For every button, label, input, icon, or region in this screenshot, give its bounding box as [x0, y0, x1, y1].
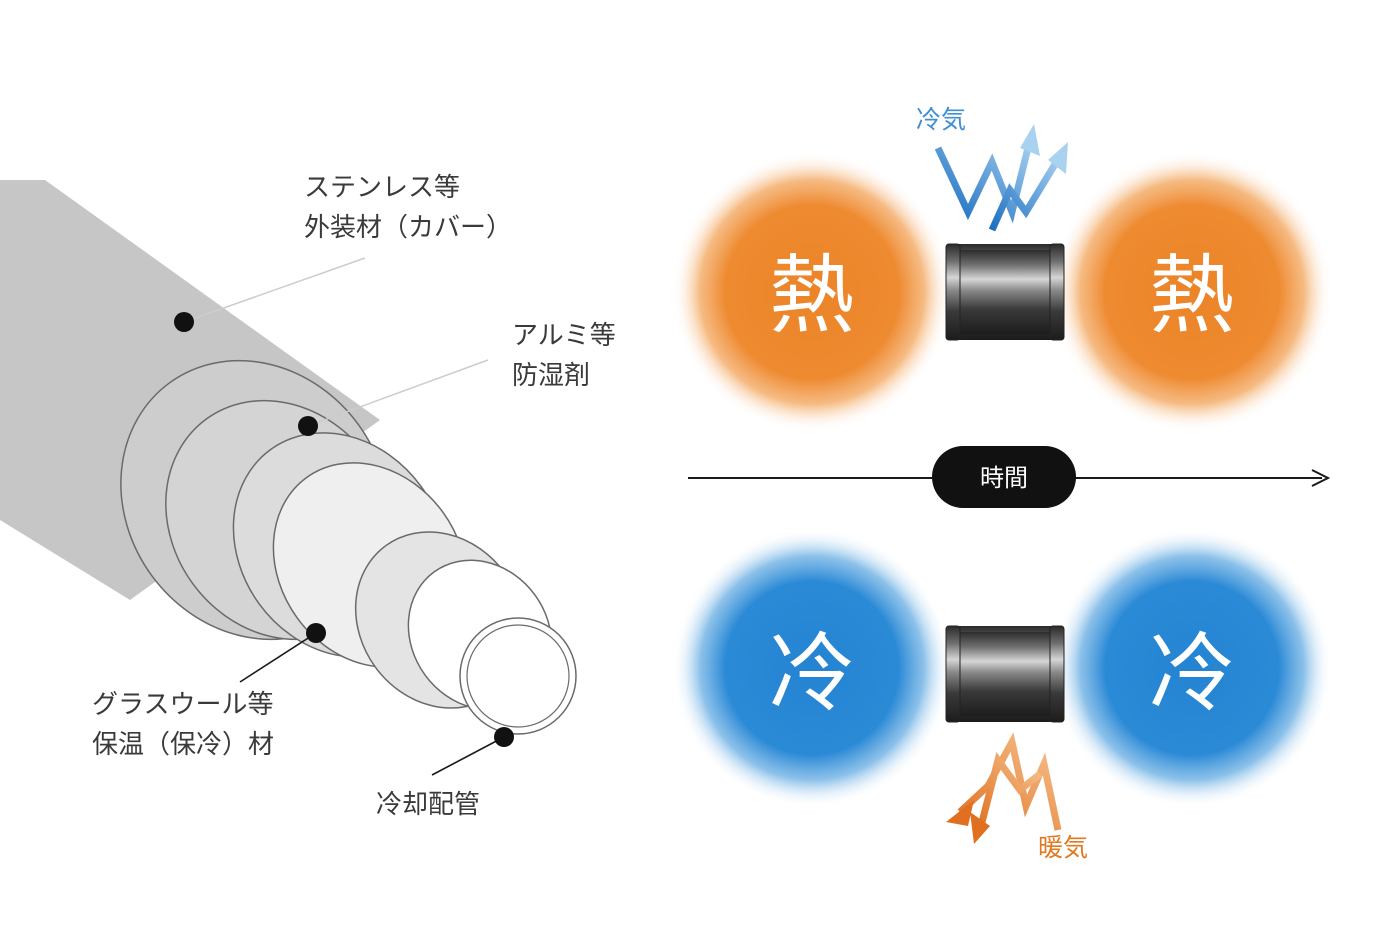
- label-insulation-1: グラスウール等: [92, 690, 273, 720]
- dot-insulation: [306, 623, 326, 643]
- heat-blob-right: [1052, 152, 1332, 432]
- warm-air-label: 暖気: [1038, 833, 1088, 862]
- time-axis: 時間: [688, 446, 1331, 508]
- pipe-fitting-top: [945, 243, 1065, 341]
- pipe-fitting-bottom: [945, 625, 1065, 723]
- heat-text-right: 熱: [1149, 246, 1235, 346]
- label-cover-2: 外装材（カバー）: [304, 213, 512, 243]
- thermal-diagram: 熱 熱 冷気 時間 冷 冷: [672, 105, 1332, 862]
- label-insulation-2: 保温（保冷）材: [92, 730, 274, 760]
- cold-blob-left: [672, 528, 952, 808]
- label-moisture-1: アルミ等: [512, 321, 616, 351]
- leader-insulation: [239, 632, 317, 683]
- leader-cover: [183, 257, 366, 323]
- pipe-illustration: ステンレス等 外装材（カバー） アルミ等 防湿剤 グラスウール等 保温（保冷）材…: [0, 173, 616, 820]
- cold-blob-right: [1052, 528, 1332, 808]
- warm-air-arrows: [946, 732, 1062, 844]
- heat-text-left: 熱: [769, 246, 855, 346]
- leader-moisture: [307, 359, 489, 427]
- label-moisture-2: 防湿剤: [512, 361, 590, 391]
- label-cover-1: ステンレス等: [304, 173, 460, 203]
- heat-blob-left: [672, 152, 952, 432]
- dot-moisture: [298, 416, 318, 436]
- time-label: 時間: [980, 464, 1028, 492]
- leader-pipe: [431, 736, 505, 776]
- label-pipe: 冷却配管: [376, 790, 480, 820]
- cold-text-right: 冷: [1149, 624, 1235, 724]
- cool-air-label: 冷気: [916, 105, 966, 134]
- dot-pipe: [494, 727, 514, 747]
- time-pill: [932, 446, 1076, 508]
- cool-air-arrows: [934, 124, 1068, 232]
- cold-text-left: 冷: [769, 624, 855, 724]
- dot-cover: [174, 312, 194, 332]
- pipe-bore: [466, 624, 570, 728]
